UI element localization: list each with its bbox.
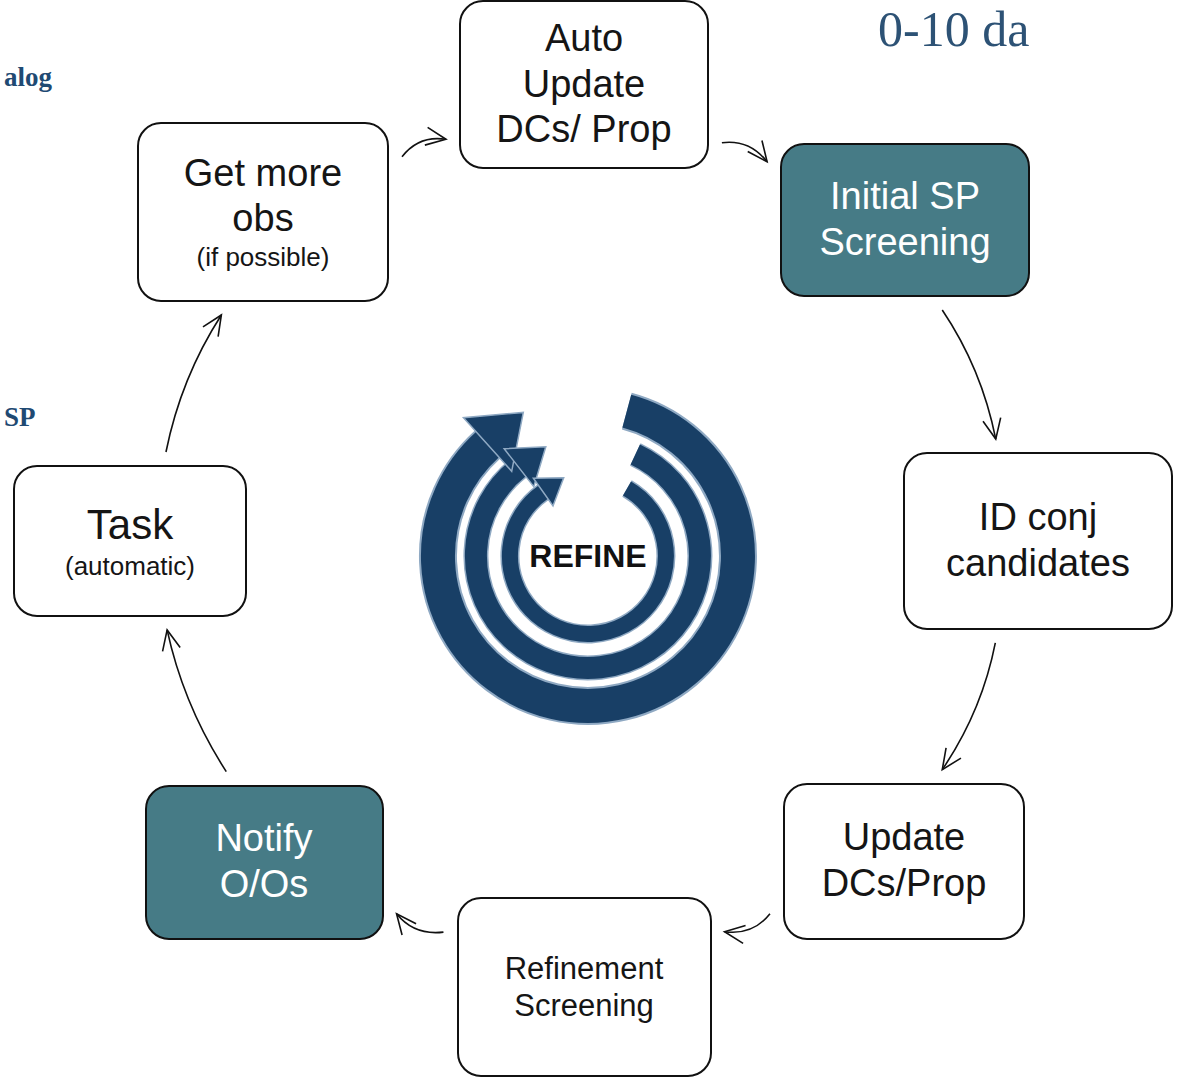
- process-step-box: Task(automatic): [13, 465, 247, 617]
- arrowhead: [425, 127, 446, 145]
- step-note: (if possible): [197, 242, 330, 273]
- process-step-box: Auto Update DCs/ Prop: [459, 0, 709, 169]
- outer-ring: [438, 411, 738, 706]
- flow-line: [166, 315, 221, 452]
- middle-ring-outline: [476, 455, 700, 668]
- flow-arrow: [725, 914, 770, 944]
- outer-ring-outline: [438, 411, 738, 706]
- side-label-fragment: SP: [4, 402, 36, 433]
- arrowhead: [397, 914, 417, 935]
- arrowhead: [942, 748, 961, 770]
- process-step-box: Get more obs(if possible): [137, 122, 389, 302]
- flow-line: [167, 630, 226, 772]
- flow-arrow: [402, 127, 446, 156]
- inner-arrowhead: [533, 478, 563, 506]
- step-text: Auto Update DCs/ Prop: [484, 16, 684, 153]
- title-fragment: 0-10 da: [878, 0, 1029, 58]
- step-text: Refinement Screening: [479, 950, 689, 1024]
- flow-arrow: [942, 643, 995, 770]
- arrowhead: [725, 925, 746, 943]
- step-text: Update DCs/Prop: [804, 815, 1004, 906]
- middle-ring: [476, 455, 700, 668]
- center-label: REFINE: [529, 538, 646, 575]
- flow-arrow: [397, 914, 444, 935]
- step-note: (automatic): [65, 551, 195, 582]
- arrowhead: [748, 140, 767, 161]
- side-label-fragment: alog: [4, 62, 52, 93]
- step-text: Get more obs: [163, 151, 363, 242]
- flow-arrow: [163, 630, 227, 772]
- arrowhead: [983, 418, 1001, 439]
- process-step-box: Refinement Screening: [457, 897, 712, 1077]
- arrowhead: [203, 315, 221, 337]
- flow-arrow: [166, 315, 221, 452]
- step-text: Task: [87, 500, 173, 550]
- inner-ring: [510, 489, 666, 635]
- flow-arrow: [942, 310, 1000, 439]
- highlight-step-box: Initial SP Screening: [780, 143, 1030, 297]
- flow-line: [942, 643, 995, 770]
- step-text: Notify O/Os: [189, 816, 339, 907]
- process-step-box: ID conj candidates: [903, 452, 1173, 630]
- flow-arrow: [722, 140, 767, 161]
- arrowhead: [163, 630, 181, 651]
- inner-ring-outline: [510, 489, 666, 635]
- step-text: Initial SP Screening: [800, 174, 1010, 265]
- step-text: ID conj candidates: [923, 495, 1153, 586]
- highlight-step-box: Notify O/Os: [145, 785, 384, 940]
- flow-line: [942, 310, 996, 439]
- process-step-box: Update DCs/Prop: [783, 783, 1025, 940]
